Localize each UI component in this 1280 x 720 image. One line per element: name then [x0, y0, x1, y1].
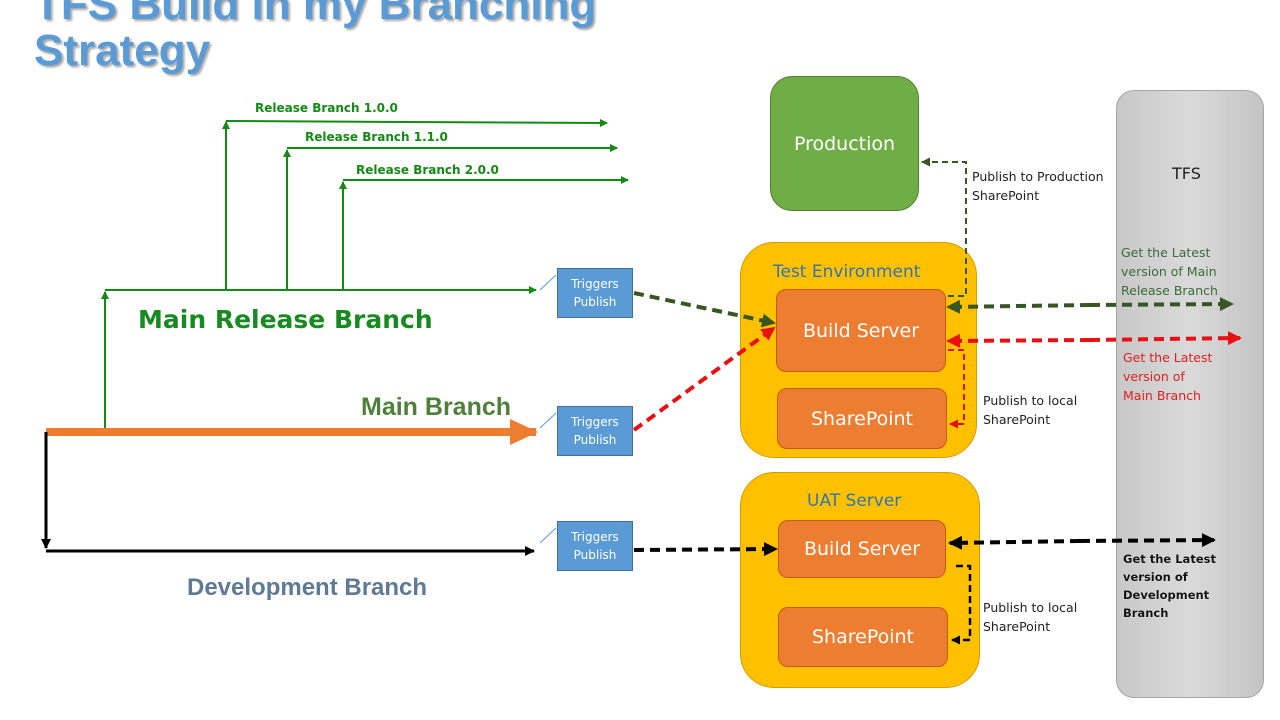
tfs-main-release-arrow-a — [946, 299, 1091, 314]
release-branch-lines — [101, 118, 629, 430]
tfs-note-development: Get the Latest version of Development Br… — [1123, 552, 1216, 620]
test-environment-label: Test Environment — [773, 262, 921, 282]
tfs-main-arrow-b — [1089, 331, 1242, 346]
production-box: Production — [770, 76, 919, 211]
release-branch-label-2: Release Branch 1.1.0 — [305, 130, 448, 144]
publish-uat-local-note: Publish to local SharePoint — [983, 600, 1078, 634]
release-branch-label-3: Release Branch 2.0.0 — [356, 163, 499, 177]
tfs-dev-arrow-a — [948, 535, 1081, 550]
publish-test-local-note: Publish to local SharePoint — [983, 393, 1078, 427]
trigger-dev-arrow — [633, 542, 778, 557]
test-sharepoint-box: SharePoint — [777, 388, 947, 449]
tfs-main-arrow-a — [946, 333, 1091, 348]
trigger-main-box: Triggers Publish — [557, 406, 633, 456]
trigger-development-box: Triggers Publish — [557, 521, 633, 571]
uat-sharepoint-box: SharePoint — [778, 607, 948, 667]
page-title: TFS Build in my Branching Strategy — [34, 0, 597, 75]
trigger-main-release-arrow — [633, 291, 776, 328]
tfs-note-main: Get the Latest version of Main Branch — [1123, 350, 1213, 403]
trigger-main-arrow — [632, 326, 776, 432]
main-branch-label: Main Branch — [361, 393, 512, 421]
test-build-server-box: Build Server — [776, 289, 946, 372]
publish-test-local-line — [948, 349, 965, 429]
uat-server-label: UAT Server — [807, 491, 902, 511]
main-release-branch-label: Main Release Branch — [138, 305, 433, 334]
tfs-dev-arrow-b — [1079, 533, 1216, 548]
publish-production-note: Publish to Production SharePoint — [972, 169, 1104, 203]
publish-uat-local-line — [951, 564, 972, 645]
uat-build-server-box: Build Server — [778, 520, 946, 578]
tfs-label: TFS — [1172, 164, 1201, 183]
tfs-main-release-arrow-b — [1089, 297, 1234, 312]
publish-production-line — [921, 157, 967, 297]
tfs-panel — [1116, 90, 1264, 698]
release-branch-label-1: Release Branch 1.0.0 — [255, 101, 398, 115]
development-branch-label: Development Branch — [187, 574, 428, 601]
tfs-note-main-release: Get the Latest version of Main Release B… — [1121, 245, 1218, 298]
trigger-main-release-box: Triggers Publish — [557, 268, 633, 318]
development-branch-lines — [41, 432, 535, 556]
